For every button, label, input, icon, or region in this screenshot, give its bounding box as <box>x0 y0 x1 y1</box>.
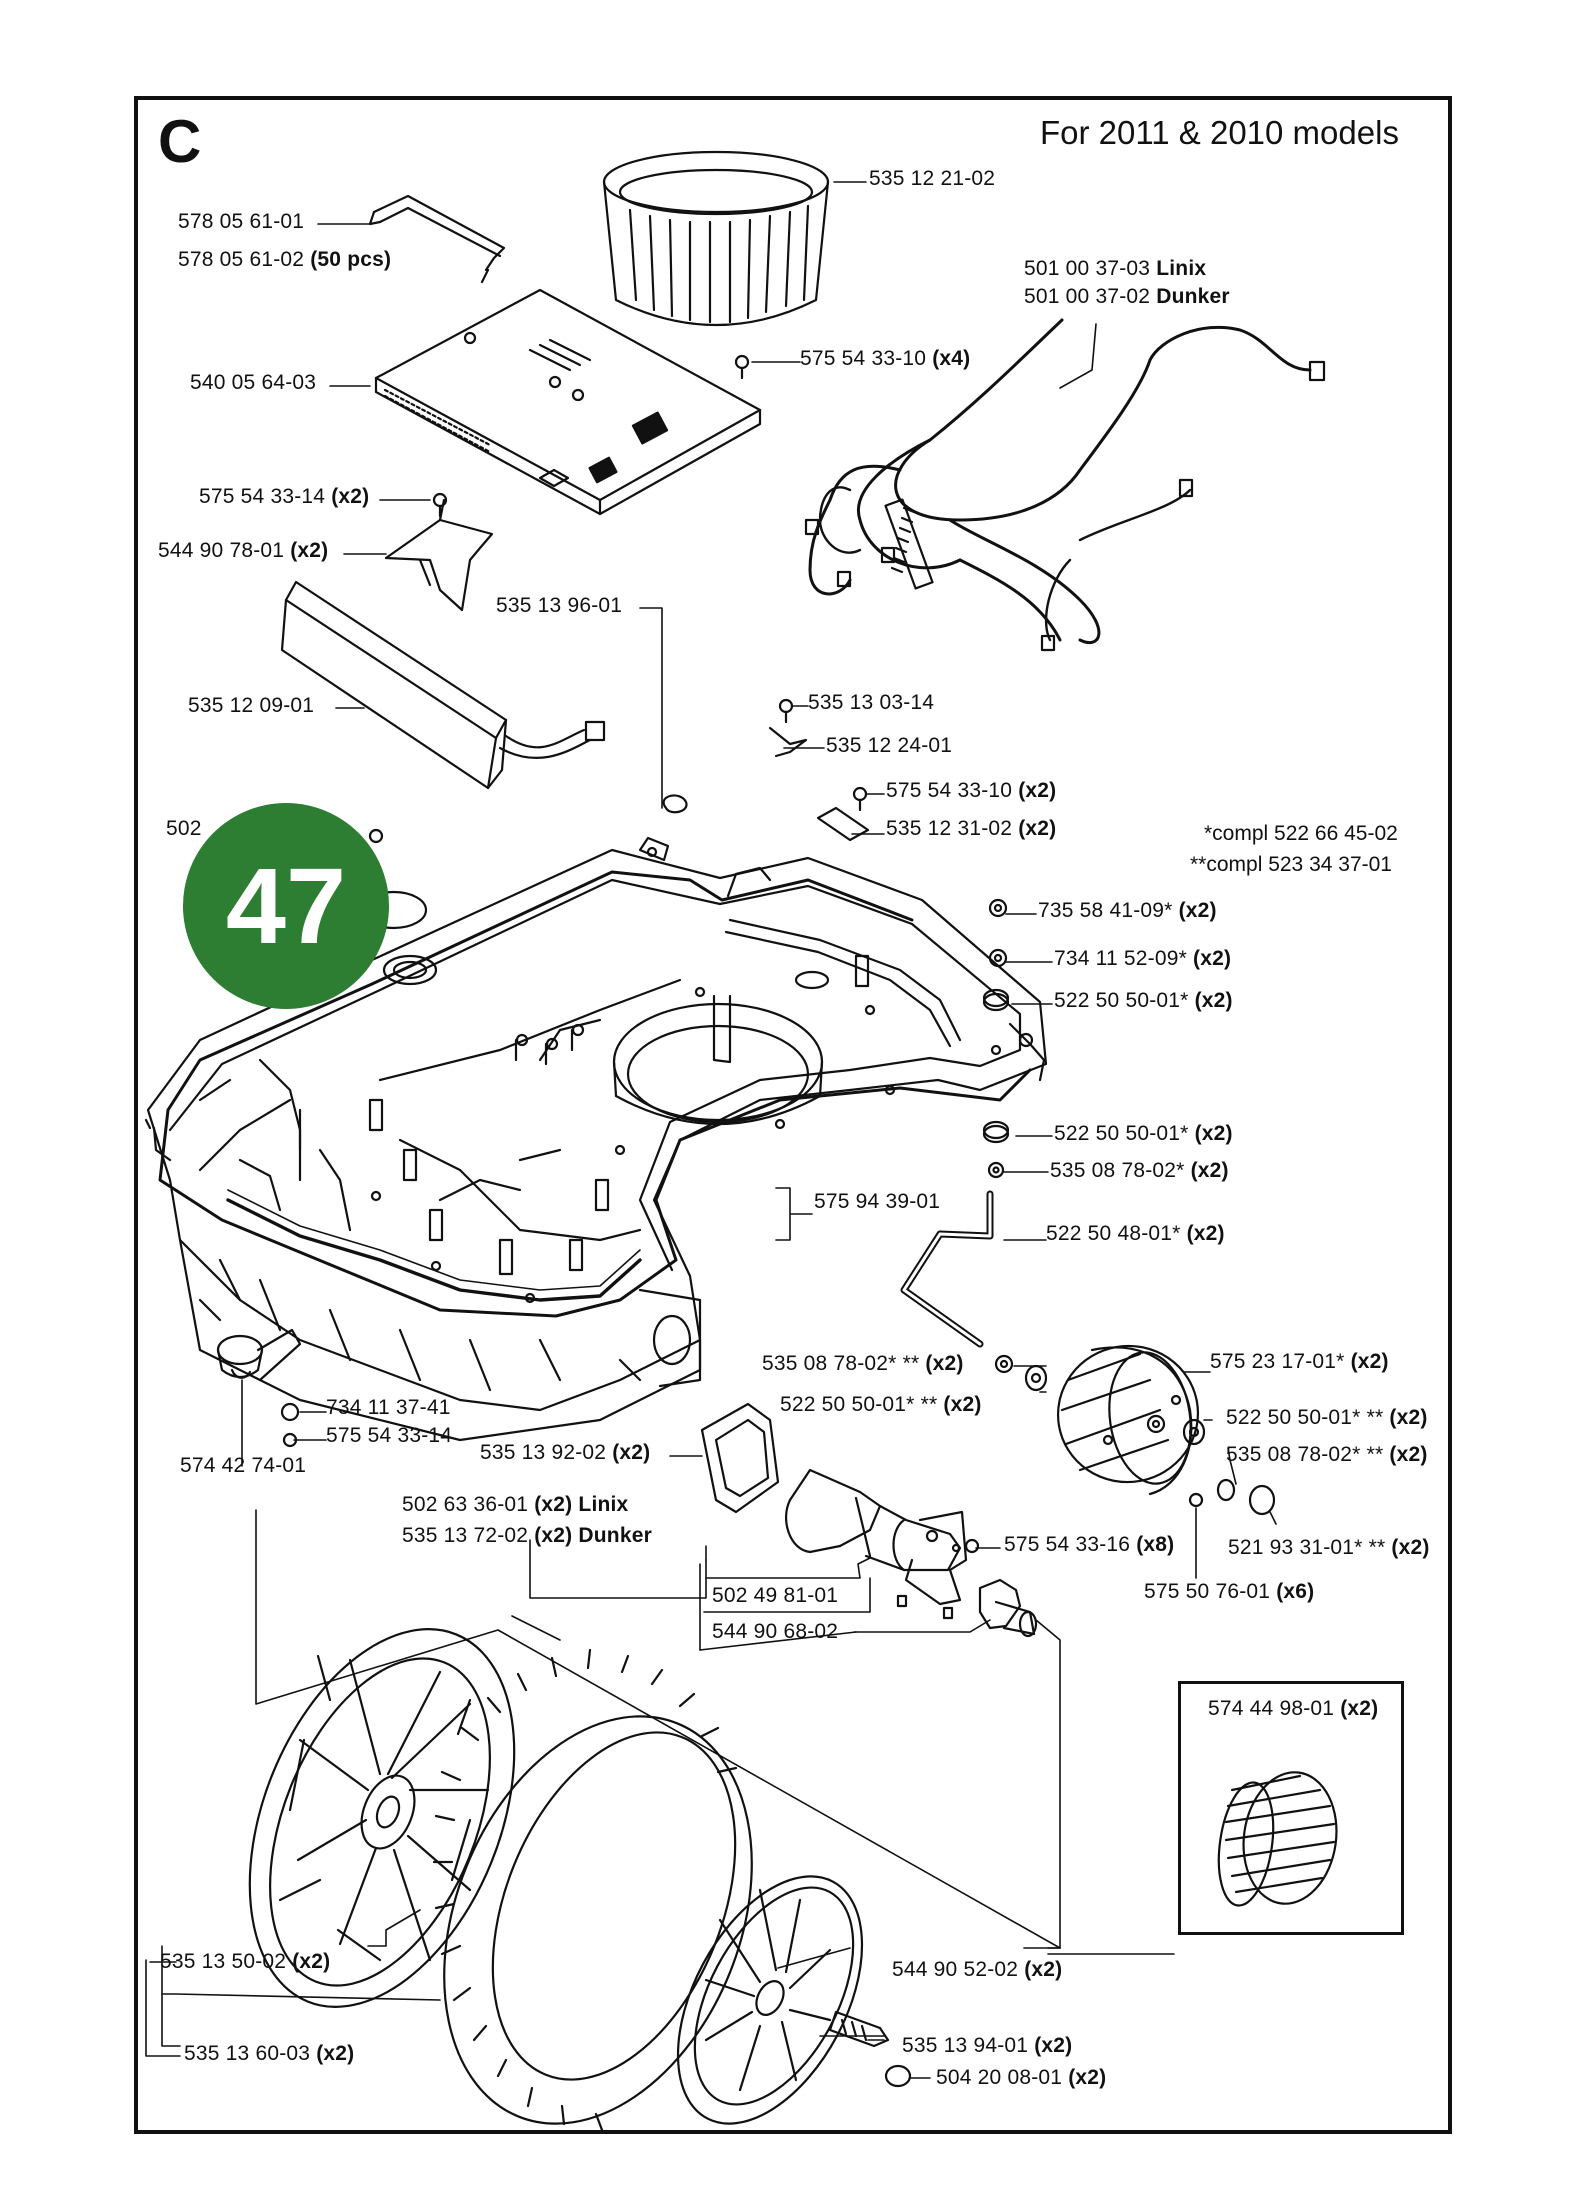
inset-box <box>1178 1681 1404 1935</box>
battery-drawing <box>280 580 606 790</box>
note-double-star: **compl 523 34 37-01 <box>1190 853 1392 876</box>
part-label: 535 08 78-02* ** (x2) <box>762 1352 964 1375</box>
part-label: 502 49 81-01 <box>712 1584 839 1607</box>
part-label: 575 54 33-16 (x8) <box>1004 1533 1175 1556</box>
wire-loop-drawing <box>158 870 1032 1318</box>
part-label: 578 05 61-02 (50 pcs) <box>178 248 392 271</box>
part-label: 734 11 37-41 <box>326 1396 451 1419</box>
gasket-drawing <box>700 1402 780 1514</box>
rear-wheel-rim-drawing <box>248 1628 516 2008</box>
part-label: 535 13 72-02 (x2) Dunker <box>402 1524 652 1547</box>
part-label: 574 44 98-01 (x2) <box>1208 1697 1379 1720</box>
part-label: 544 90 52-02 (x2) <box>892 1958 1063 1981</box>
part-label: 575 54 33-14 <box>326 1424 453 1447</box>
part-label: 522 50 50-01* (x2) <box>1054 1122 1233 1145</box>
part-label: 544 90 68-02 <box>712 1620 839 1643</box>
part-label: 501 00 37-03 Linix <box>1024 257 1207 280</box>
bracket-drawing <box>368 194 506 284</box>
part-label: 535 12 09-01 <box>188 694 315 717</box>
note-single-star: *compl 522 66 45-02 <box>1204 822 1398 845</box>
part-label: 575 23 17-01* (x2) <box>1210 1350 1389 1373</box>
part-label: 535 13 92-02 (x2) <box>480 1441 651 1464</box>
charging-contact-drawing <box>216 1328 302 1382</box>
rear-tyre-drawing <box>432 1648 753 2132</box>
part-label: 734 11 52-09* (x2) <box>1054 947 1232 970</box>
part-label: 501 00 37-02 Dunker <box>1024 285 1230 308</box>
section-letter: C <box>158 108 202 175</box>
hub-cap-drawing <box>676 1875 864 2125</box>
axle-drawing <box>900 1190 994 1348</box>
part-label: 575 94 39-01 <box>814 1190 941 1213</box>
diagram-frame <box>134 96 1452 2134</box>
part-label: 575 50 76-01 (x6) <box>1144 1580 1315 1603</box>
part-label: 522 50 50-01* (x2) <box>1054 989 1233 1012</box>
part-label: 540 05 64-03 <box>190 371 317 394</box>
wheel-well-ring-drawing <box>612 994 824 1125</box>
hub-adaptor-drawing <box>978 1578 1038 1638</box>
part-label: 535 13 60-03 (x2) <box>184 2042 355 2065</box>
part-label: 535 13 50-02 (x2) <box>160 1950 331 1973</box>
circuit-board-drawing <box>374 288 762 516</box>
battery-bracket-drawing <box>384 498 494 612</box>
part-label: 502 63 36-01 (x2) Linix <box>402 1493 629 1516</box>
part-label: 502 <box>166 817 202 840</box>
part-label: 575 54 33-10 (x4) <box>800 347 971 370</box>
part-label: 574 42 74-01 <box>180 1454 307 1477</box>
part-label: 735 58 41-09* (x2) <box>1038 899 1217 922</box>
part-label: 521 93 31-01* ** (x2) <box>1228 1536 1430 1559</box>
front-wheel-drawing <box>1056 1344 1200 1496</box>
part-label: 504 20 08-01 (x2) <box>936 2066 1107 2089</box>
part-label: 535 08 78-02* ** (x2) <box>1226 1443 1428 1466</box>
inset-ring-drawing <box>1217 1771 1338 1907</box>
cylinder-housing-drawing <box>602 150 830 326</box>
part-label: 522 50 50-01* ** (x2) <box>1226 1406 1428 1429</box>
part-label: 535 12 31-02 (x2) <box>886 817 1057 840</box>
part-label: 535 13 03-14 <box>808 691 935 714</box>
part-label: 578 05 61-01 <box>178 210 305 233</box>
leader-lines <box>145 181 1277 2079</box>
part-label: 544 90 78-01 (x2) <box>158 539 329 562</box>
models-title: For 2011 & 2010 models <box>1040 114 1399 151</box>
part-label: 522 50 50-01* ** (x2) <box>780 1393 982 1416</box>
page-number-badge: 47 <box>183 803 389 1009</box>
wiring-harness-drawing <box>804 318 1326 652</box>
part-label: 575 54 33-14 (x2) <box>199 485 370 508</box>
part-label: 522 50 48-01* (x2) <box>1046 1222 1225 1245</box>
part-label: 535 12 24-01 <box>826 734 953 757</box>
part-label: 535 12 21-02 <box>869 167 996 190</box>
part-label: 535 13 94-01 (x2) <box>902 2034 1073 2057</box>
part-label: 575 54 33-10 (x2) <box>886 779 1057 802</box>
motor-drawing <box>785 1468 968 1620</box>
part-label: 535 08 78-02* (x2) <box>1050 1159 1229 1182</box>
bolt-drawing <box>828 2010 912 2088</box>
part-label: 535 13 96-01 <box>496 594 623 617</box>
